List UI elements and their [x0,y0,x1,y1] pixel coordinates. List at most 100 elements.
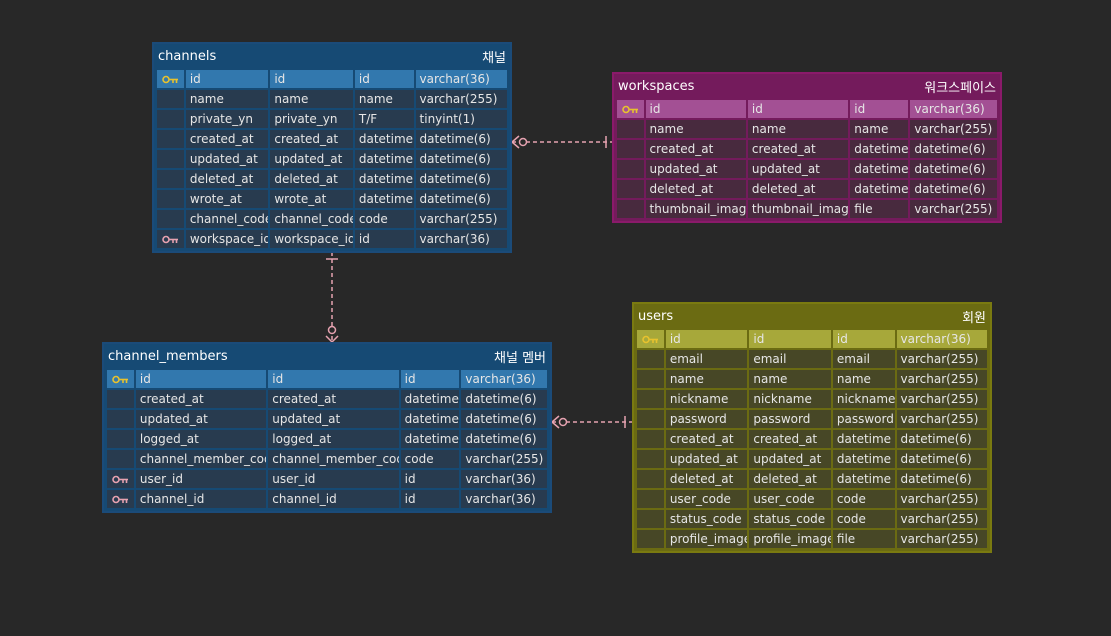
physical-name-cell: deleted_at [270,170,353,188]
domain-cell: datetime [400,390,460,408]
domain-cell: datetime [832,450,895,468]
logical-name-cell: channel_id [135,490,267,508]
logical-name-cell: updated_at [645,160,746,178]
data-type-cell: varchar(36) [461,470,547,488]
logical-name-cell: thumbnail_image [645,200,746,218]
logical-name-cell: channel_member_code [135,450,267,468]
key-cell [157,70,184,88]
domain-cell: datetime [354,170,414,188]
table-name: channel_members [108,348,228,364]
key-cell [617,180,644,198]
key-cell [617,100,644,118]
domain-cell: code [832,510,895,528]
logical-name-cell: password [665,410,748,428]
logical-name-cell: created_at [665,430,748,448]
data-type-cell: datetime(6) [896,430,987,448]
key-cell [157,90,184,108]
physical-name-cell: created_at [747,140,849,158]
table-alias: 회원 [962,310,986,326]
key-cell [107,450,134,468]
logical-name-cell: workspace_id [185,230,269,248]
logical-name-cell: created_at [185,130,269,148]
table-header[interactable]: users 회원 [637,304,987,328]
logical-name-cell: id [185,70,269,88]
data-type-cell: datetime(6) [415,190,507,208]
data-type-cell: varchar(255) [896,410,987,428]
data-type-cell: varchar(255) [896,530,987,548]
logical-name-cell: updated_at [135,410,267,428]
domain-cell: file [832,530,895,548]
physical-name-cell: created_at [268,390,399,408]
data-type-cell: varchar(255) [896,490,987,508]
key-cell [637,470,664,488]
physical-name-cell: deleted_at [749,470,831,488]
key-cell [637,410,664,428]
physical-name-cell: user_id [268,470,399,488]
foreign-key-icon [112,475,128,483]
physical-name-cell: id [749,330,831,348]
data-type-cell: varchar(255) [896,390,987,408]
table-name: users [638,308,674,324]
domain-cell: T/F [354,110,414,128]
data-type-cell: varchar(255) [910,200,997,218]
logical-name-cell: status_code [665,510,748,528]
data-type-cell: datetime(6) [461,390,547,408]
physical-name-cell: id [747,100,849,118]
data-type-cell: varchar(255) [415,90,507,108]
physical-name-cell: channel_member_code [268,450,399,468]
table-alias: 채널 [482,50,506,66]
domain-cell: datetime [400,430,460,448]
logical-name-cell: deleted_at [645,180,746,198]
key-cell [637,370,664,388]
domain-cell: name [832,370,895,388]
logical-name-cell: updated_at [665,450,748,468]
key-cell [157,230,184,248]
relation-channels-workspaces [511,135,612,149]
primary-key-icon [162,75,178,83]
domain-cell: datetime [354,130,414,148]
data-type-cell: varchar(255) [896,350,987,368]
data-type-cell: datetime(6) [415,170,507,188]
